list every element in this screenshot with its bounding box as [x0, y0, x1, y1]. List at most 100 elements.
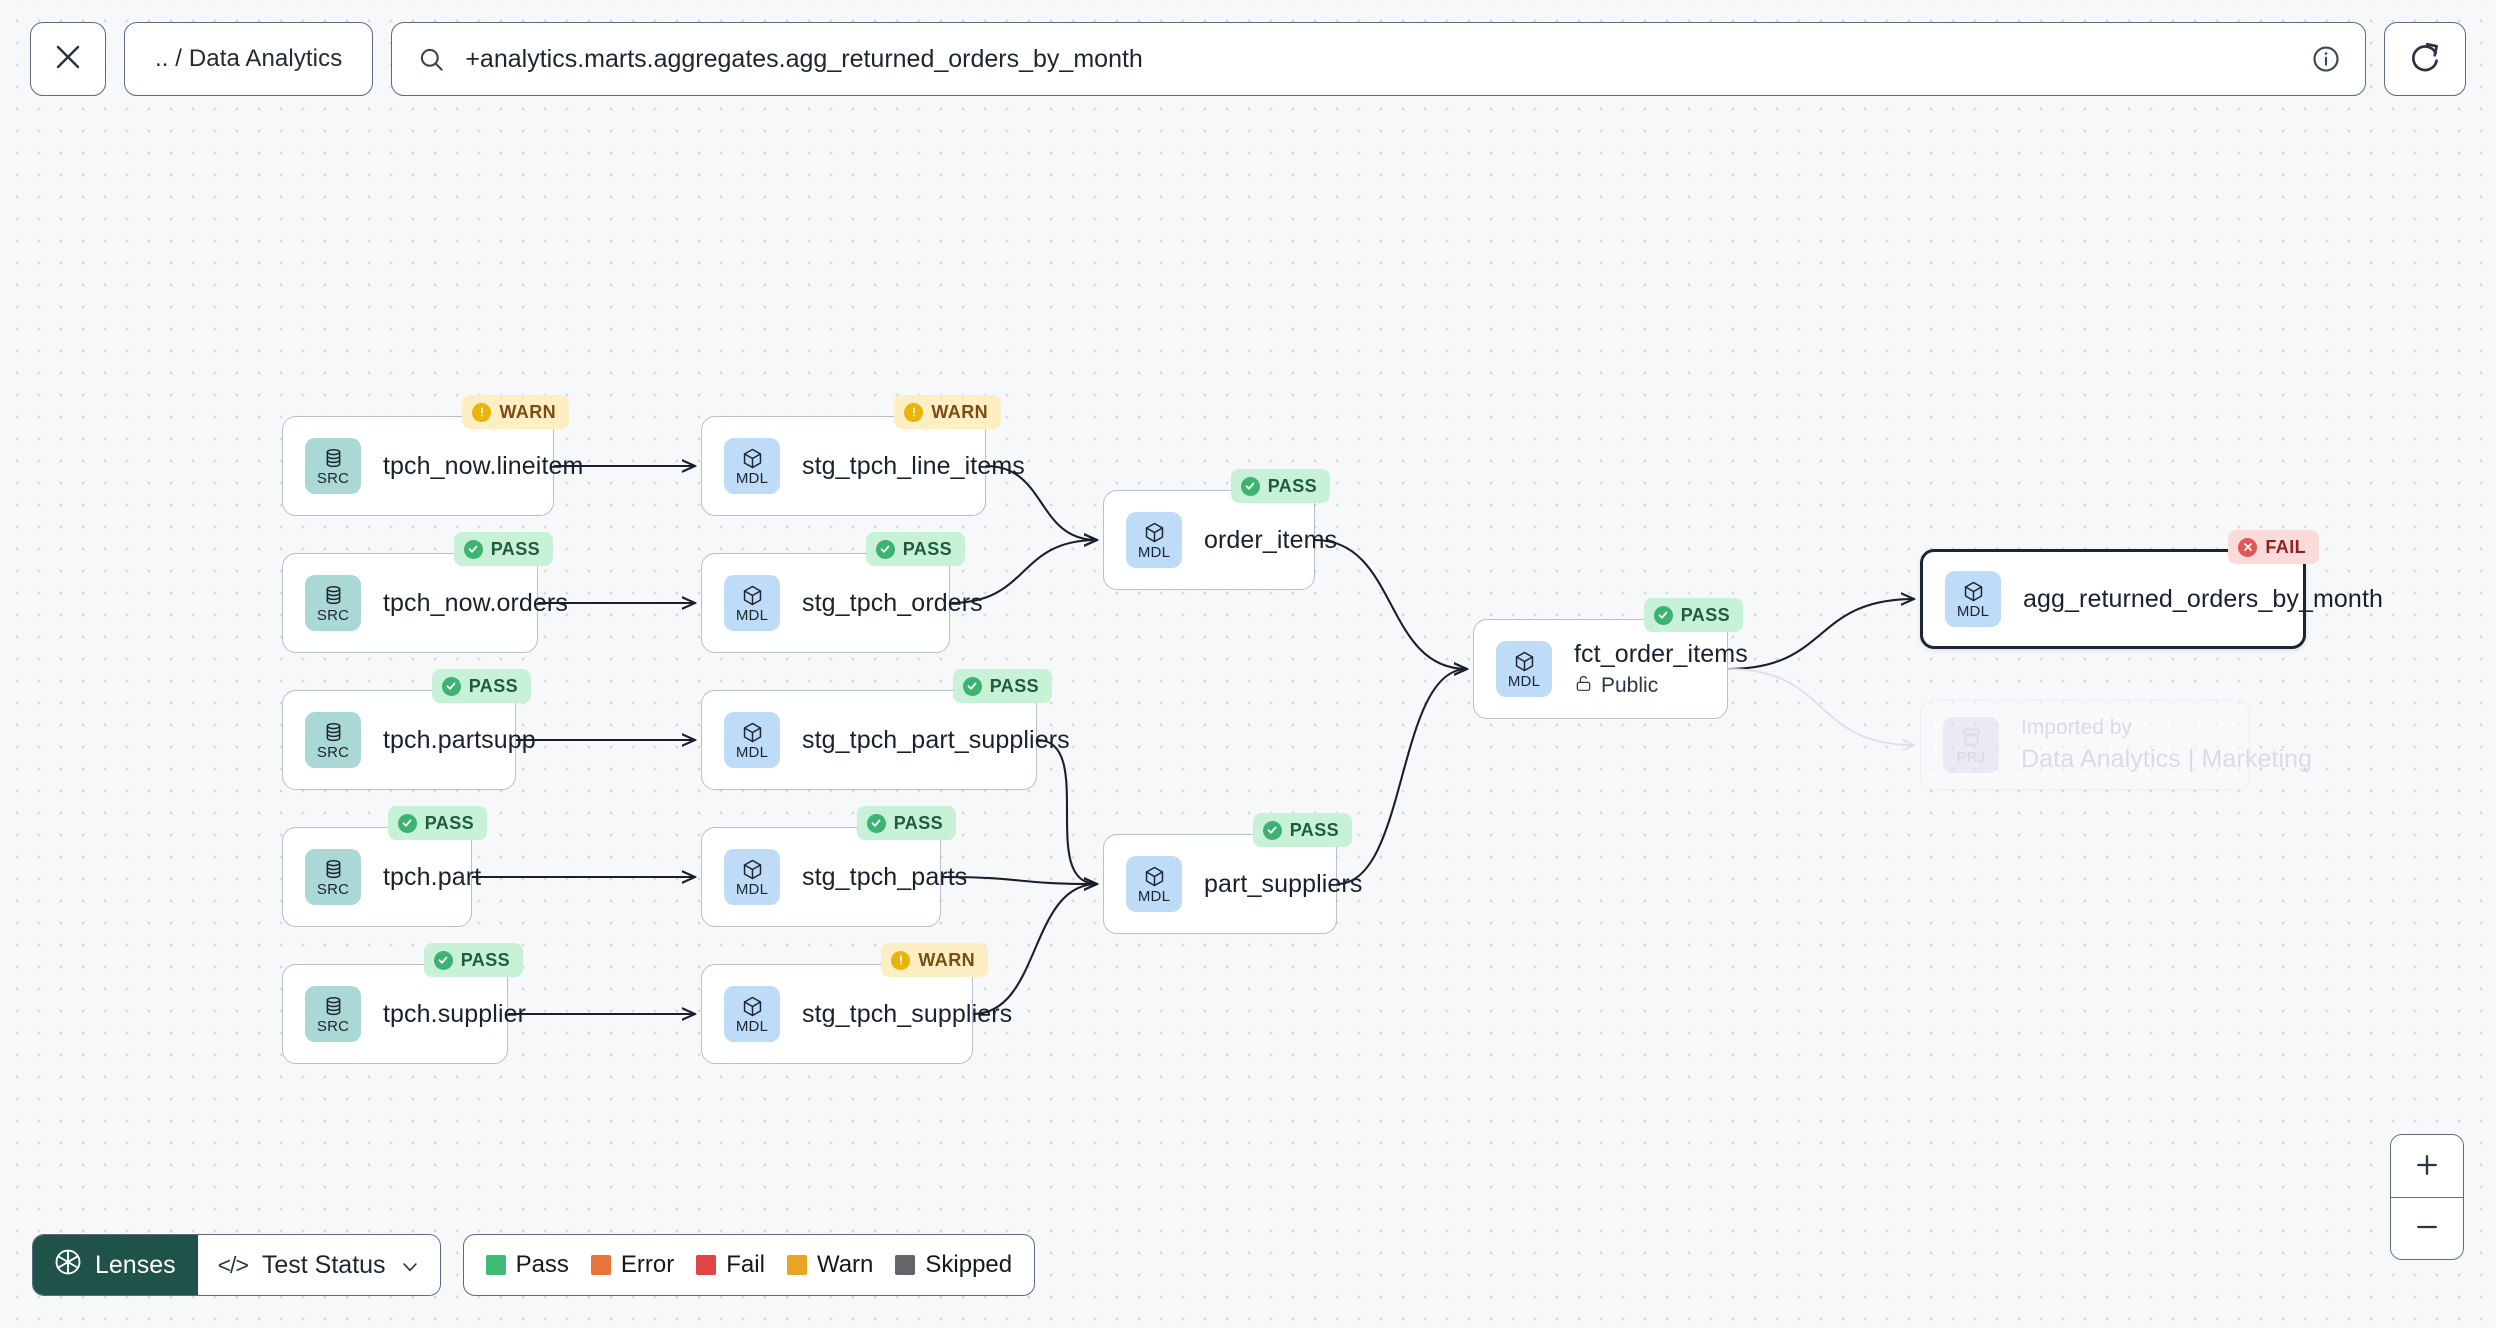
node-label: order_items: [1204, 525, 1338, 554]
zoom-out-button[interactable]: [2391, 1197, 2463, 1259]
lenses-button[interactable]: Lenses: [33, 1235, 198, 1295]
status-badge-warn[interactable]: WARN: [881, 943, 988, 977]
status-dot-fail: [2238, 537, 2258, 557]
search-input[interactable]: +analytics.marts.aggregates.agg_returned…: [391, 22, 2366, 96]
code-icon: </>: [217, 1251, 249, 1278]
status-badge-fail[interactable]: FAIL: [2228, 530, 2319, 564]
node-visibility-label: Public: [1601, 674, 1659, 697]
refresh-icon: [2408, 40, 2442, 79]
legend-item-pass[interactable]: Pass: [485, 1251, 569, 1279]
status-dot-pass: [1653, 605, 1673, 625]
status-badge-pass[interactable]: PASS: [952, 669, 1052, 703]
node-type-badge-mdl: MDL: [1126, 856, 1182, 912]
status-badge-label: WARN: [918, 949, 975, 970]
node-label: part_suppliers: [1204, 869, 1363, 898]
status-dot-pass: [875, 539, 895, 559]
status-badge-pass[interactable]: PASS: [856, 806, 956, 840]
database-icon: [322, 584, 345, 607]
legend-item-warn[interactable]: Warn: [786, 1251, 873, 1279]
status-badge-label: PASS: [893, 812, 943, 833]
node-visibility: Public: [1574, 674, 1705, 699]
status-badge-pass[interactable]: PASS: [453, 532, 553, 566]
legend-label: Fail: [726, 1251, 765, 1278]
bottom-toolbar: Lenses </> Test Status Pass Error Fail Warn…: [32, 1234, 1036, 1296]
node-type-abbr: SRC: [316, 1017, 350, 1035]
node-type-abbr: MDL: [735, 743, 769, 761]
top-toolbar: .. / Data Analytics +analytics.marts.agg…: [0, 0, 2496, 118]
legend-item-skipped[interactable]: Skipped: [895, 1251, 1012, 1279]
close-button[interactable]: [30, 22, 106, 96]
legend-item-error[interactable]: Error: [590, 1251, 674, 1279]
status-badge-pass[interactable]: PASS: [865, 532, 965, 566]
node-type-abbr: SRC: [316, 880, 350, 898]
node-body: stg_tpch_part_suppliers: [802, 726, 1070, 755]
node-type-badge-mdl: MDL: [724, 712, 780, 768]
status-badge-pass[interactable]: PASS: [431, 669, 531, 703]
legend-label: Skipped: [925, 1251, 1013, 1278]
legend-swatch: [895, 1255, 916, 1275]
status-badge-warn[interactable]: WARN: [462, 395, 569, 429]
status-badge-label: PASS: [1267, 475, 1317, 496]
status-badge-pass[interactable]: PASS: [423, 943, 523, 977]
status-dot-pass: [962, 676, 982, 696]
search-query-text[interactable]: +analytics.marts.aggregates.agg_returned…: [465, 44, 1143, 73]
status-dot-pass: [397, 813, 417, 833]
refresh-button[interactable]: [2384, 22, 2466, 96]
lineage-edge: [1036, 738, 1097, 884]
node-type-abbr: MDL: [1137, 543, 1171, 561]
legend-label: Pass: [515, 1251, 569, 1278]
plus-icon: [2413, 1151, 2441, 1182]
aperture-icon: [53, 1247, 83, 1284]
node-type-badge-src: SRC: [305, 575, 361, 631]
lens-select-value: Test Status: [261, 1250, 386, 1279]
status-badge-pass[interactable]: PASS: [1252, 813, 1352, 847]
lineage-node-part_suppliers[interactable]: MDL part_suppliers PASS: [1103, 813, 1363, 934]
lineage-node-stg_tpch_part_suppliers[interactable]: MDL stg_tpch_part_suppliers PASS: [701, 669, 1070, 790]
legend-swatch: [485, 1255, 506, 1275]
status-badge-warn[interactable]: WARN: [894, 395, 1001, 429]
lens-select[interactable]: </> Test Status: [197, 1235, 440, 1295]
status-badge-pass[interactable]: PASS: [1230, 469, 1330, 503]
status-badge-label: PASS: [424, 812, 474, 833]
lineage-node-tpch_now_orders[interactable]: SRC tpch_now.orders PASS: [282, 532, 568, 653]
lineage-edge: [1314, 538, 1467, 669]
status-badge-label: PASS: [1680, 604, 1730, 625]
status-badge-label: PASS: [460, 949, 510, 970]
breadcrumb[interactable]: .. / Data Analytics: [124, 22, 374, 96]
legend-item-fail[interactable]: Fail: [696, 1251, 765, 1279]
lineage-node-order_items[interactable]: MDL order_items PASS: [1103, 469, 1338, 590]
zoom-controls: [2390, 1134, 2464, 1260]
cube-icon: [741, 721, 764, 744]
project-icon: [1960, 726, 1983, 749]
info-icon[interactable]: [2311, 44, 2341, 74]
node-body: tpch.partsupp: [383, 726, 536, 755]
status-badge-pass[interactable]: PASS: [387, 806, 487, 840]
node-type-abbr: MDL: [735, 469, 769, 487]
zoom-in-button[interactable]: [2391, 1135, 2463, 1197]
lineage-edge: [1727, 668, 1914, 745]
status-badge-label: FAIL: [2265, 536, 2306, 557]
node-type-badge-src: SRC: [305, 438, 361, 494]
node-type-abbr: MDL: [1137, 887, 1171, 905]
lenses-control: Lenses </> Test Status: [32, 1234, 441, 1296]
node-label: stg_tpch_line_items: [802, 451, 1025, 480]
node-label: tpch_now.orders: [383, 588, 568, 617]
status-badge-label: WARN: [931, 401, 988, 422]
lineage-node-stg_tpch_line_items[interactable]: MDL stg_tpch_line_items WARN: [701, 395, 1025, 516]
status-badge-pass[interactable]: PASS: [1643, 598, 1743, 632]
node-type-badge-mdl: MDL: [1126, 512, 1182, 568]
node-body: stg_tpch_orders: [802, 589, 983, 618]
